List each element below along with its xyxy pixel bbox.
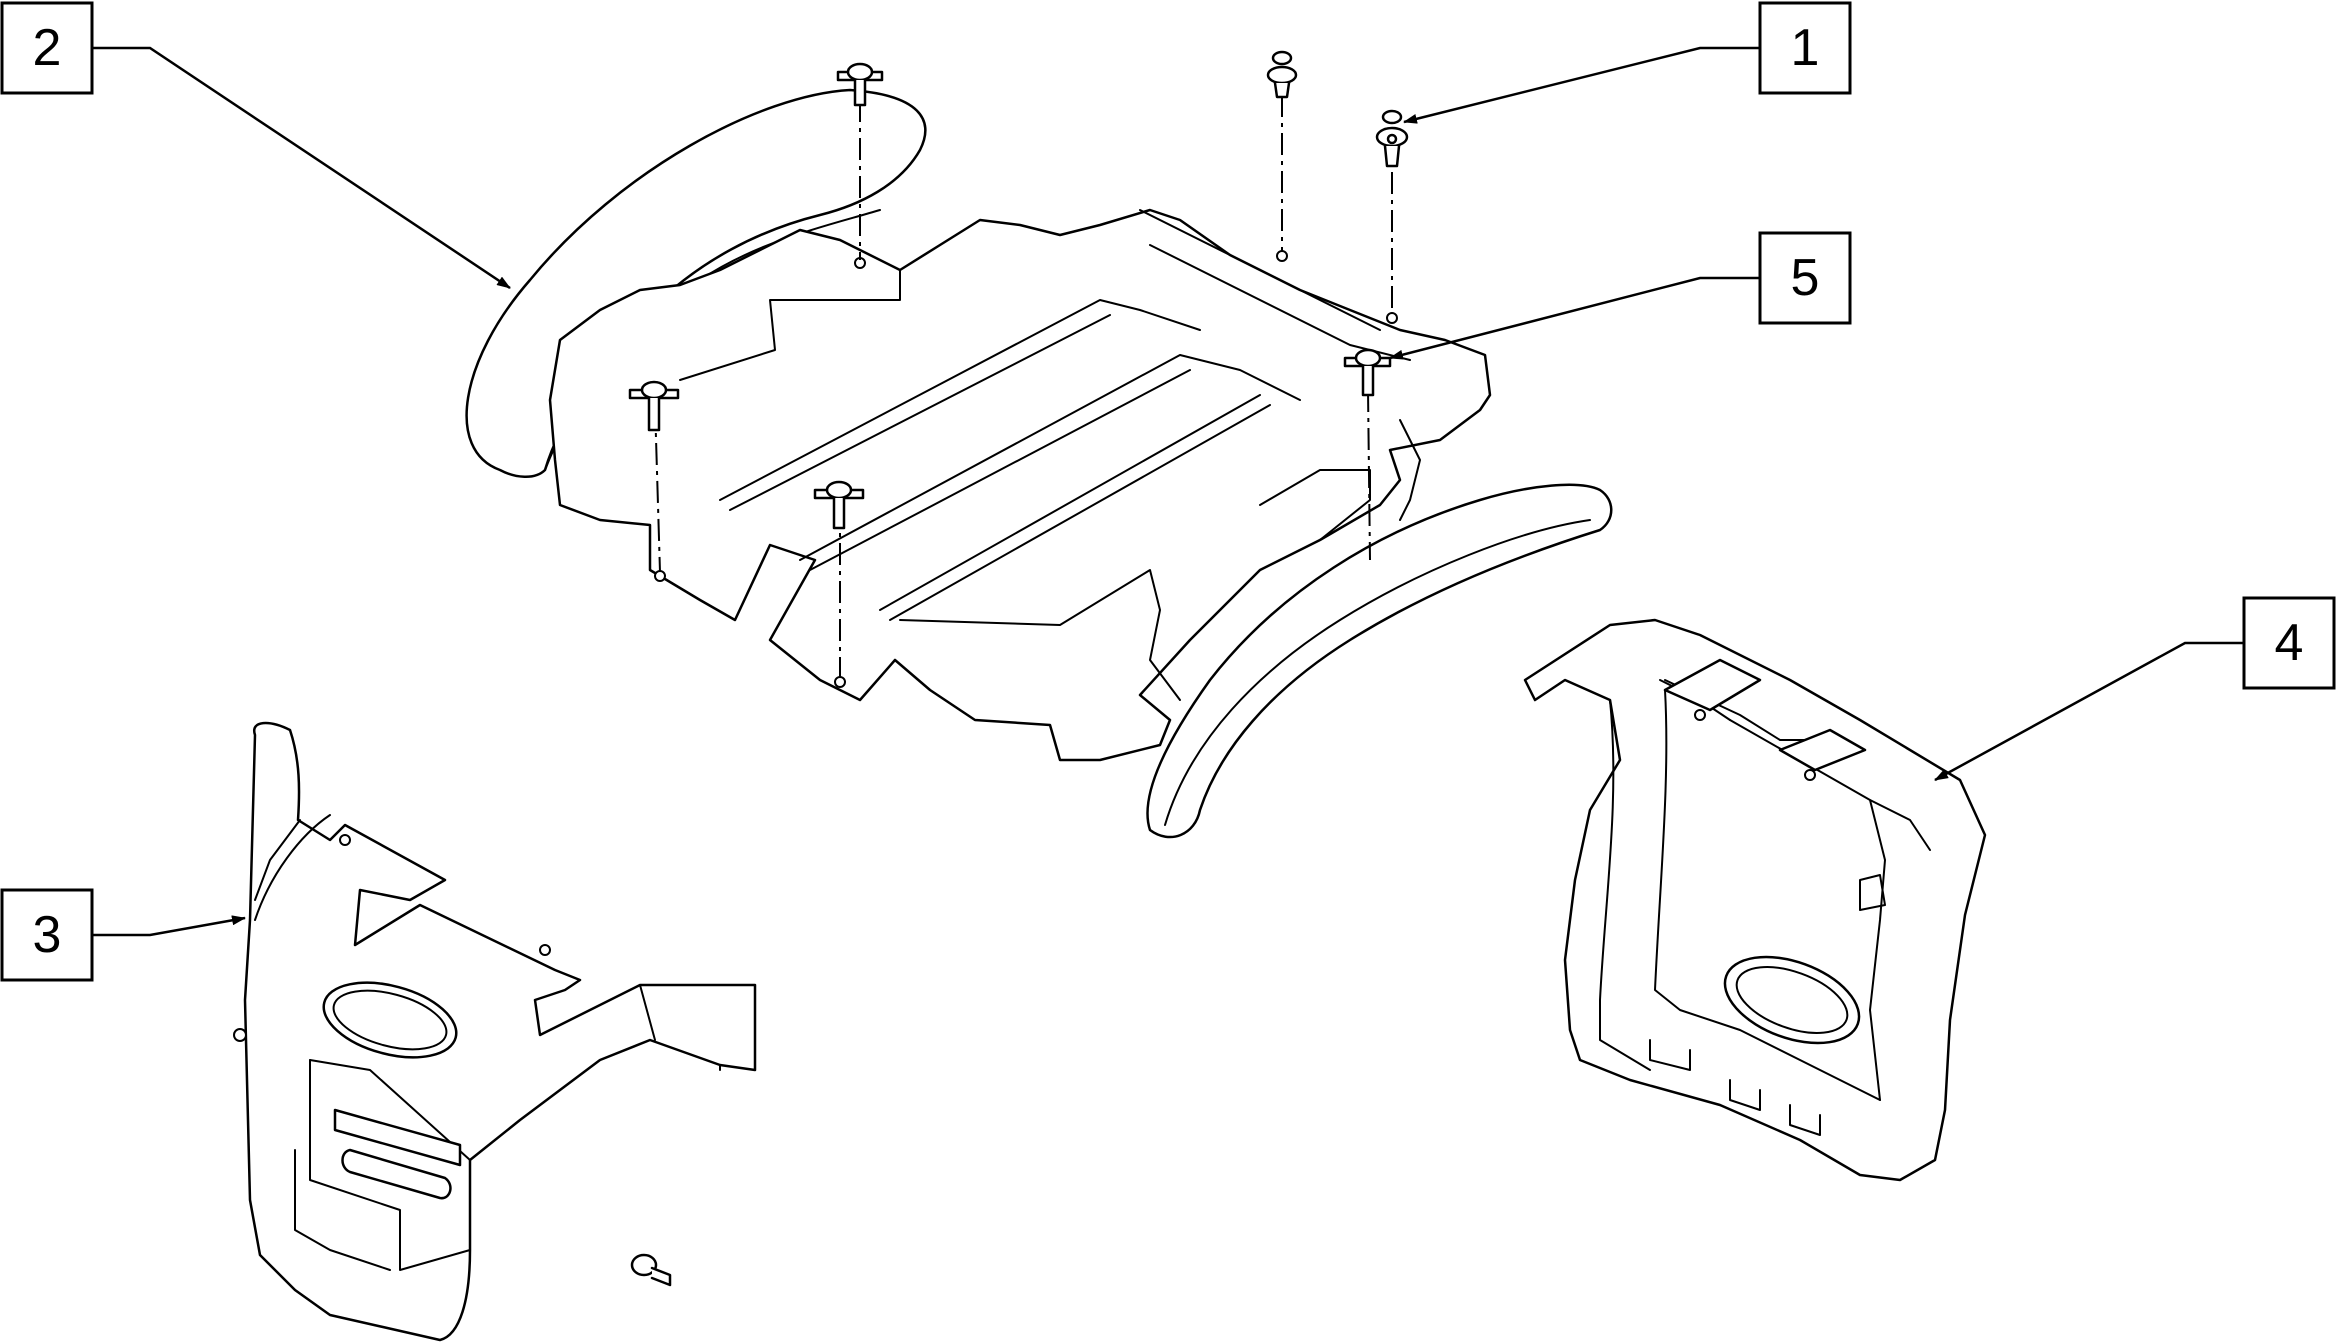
fastener-group: [628, 50, 1409, 678]
callout-5-label: 5: [1791, 249, 1820, 307]
rear-cover-part: [1523, 618, 1987, 1182]
wing-screw-icon: [628, 380, 680, 432]
callout-4-label: 4: [2275, 614, 2304, 672]
front-cover-part: [233, 721, 757, 1342]
callout-3: 3: [0, 888, 94, 982]
callout-1: 1: [1758, 1, 1852, 95]
callout-4: 4: [2242, 596, 2336, 690]
push-clip-icon: [1375, 109, 1409, 168]
callout-3-label: 3: [33, 906, 62, 964]
leader-lines: [92, 46, 2244, 937]
callout-1-label: 1: [1791, 19, 1820, 77]
wing-screw-icon: [813, 480, 865, 530]
wing-screw-icon: [836, 62, 884, 107]
wing-screw-icon: [630, 1253, 672, 1287]
callout-2: 2: [0, 1, 94, 95]
main-shroud-part: [465, 88, 1613, 839]
wing-screw-icon: [1343, 348, 1392, 397]
push-clip-icon: [1266, 50, 1298, 99]
callout-5: 5: [1758, 231, 1852, 325]
callout-2-label: 2: [33, 19, 62, 77]
